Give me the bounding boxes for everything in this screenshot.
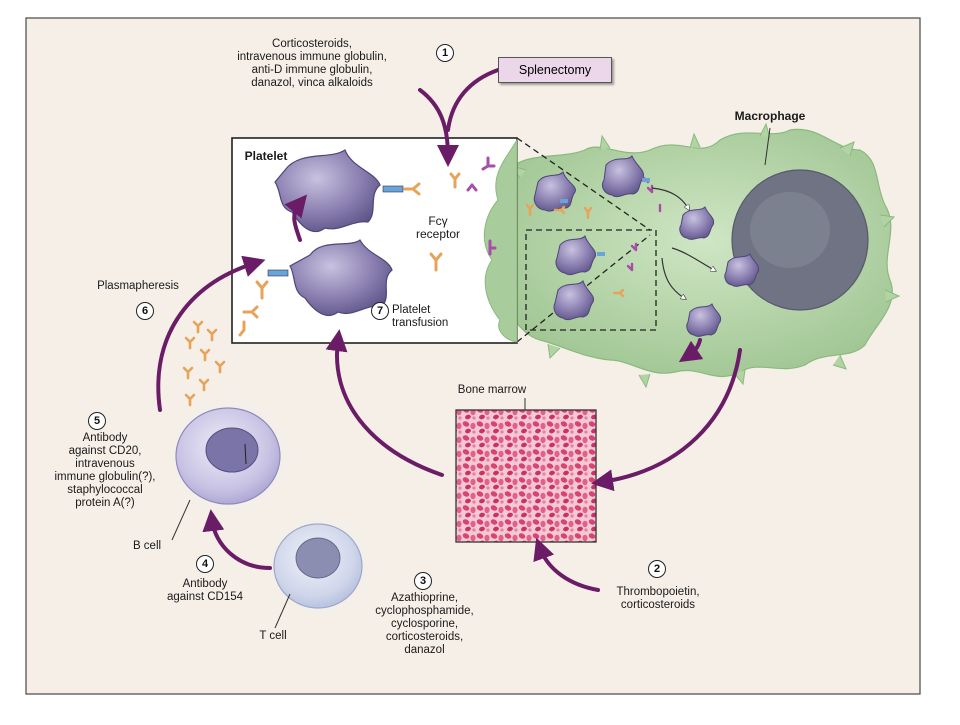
step-2-badge: 2 [648, 560, 666, 578]
zoom-antigens [560, 178, 650, 256]
t-antibody-line1: Antibody [182, 578, 228, 590]
b-therapy-line1: Antibody [82, 432, 128, 444]
immuno-line3: cyclosporine, [390, 618, 459, 630]
arrow-splenectomy [446, 68, 500, 132]
zoom-antibodies [525, 203, 625, 298]
arrow-b-cell-to-antibody [156, 255, 266, 412]
fc-receptor-label-line1: Fcγ [428, 214, 448, 228]
platelet-transfusion-line2: transfusion [392, 317, 449, 329]
t-cell-label: T cell [259, 630, 287, 642]
b-therapy-line2: against CD20, [68, 445, 142, 457]
platelet-transfusion-label: Platelet transfusion [392, 304, 472, 330]
immuno-line1: Azathioprine, [390, 592, 459, 604]
t-cell [262, 509, 382, 621]
step-5-badge: 5 [88, 412, 106, 430]
phagocytosis-arrows [651, 187, 714, 298]
drug-line-1: Corticosteroids, [272, 38, 352, 50]
drug-line-2: intravenous immune globulin, [237, 51, 387, 63]
zoom-platelets [533, 155, 760, 337]
fc-receptor-label-line2: receptor [415, 227, 461, 241]
b-therapy-line6: protein A(?) [75, 497, 135, 509]
arrow-treatment-1 [418, 88, 459, 167]
secreted-antibodies [182, 320, 226, 407]
t-antibody-line2: against CD154 [166, 591, 244, 603]
marrow-drugs-label: Thrombopoietin, corticosteroids [598, 586, 718, 612]
marrow-drugs-line2: corticosteroids [620, 599, 696, 611]
step-3-badge: 3 [414, 572, 432, 590]
drug-line-3: anti-D immune globulin, [251, 64, 373, 76]
fc-receptor-label: Fcγ receptor [408, 215, 468, 241]
leader-lines [171, 127, 771, 629]
marrow-drugs-line1: Thrombopoietin, [616, 586, 700, 598]
plasmapheresis-label: Plasmapheresis [97, 280, 179, 292]
arrow-platelet-destroyed [678, 338, 704, 363]
arrow-macrophage-to-marrow [591, 348, 742, 492]
arrow-thrombopoietin [533, 537, 600, 592]
arrow-t-to-b-cell [202, 509, 272, 570]
b-cell-label: B cell [132, 540, 162, 552]
immuno-line4: corticosteroids, [385, 631, 464, 643]
platelet-transfusion-line1: Platelet [392, 304, 431, 316]
b-therapy-line4: immune globulin(?), [54, 471, 156, 483]
immunosuppressant-label: Azathioprine, cyclophosphamide, cyclospo… [362, 592, 487, 657]
b-therapy-line3: intravenous [75, 458, 135, 470]
immuno-line2: cyclophosphamide, [375, 605, 474, 617]
zoom-line-top [516, 137, 651, 231]
arrow-platelet-cycle [284, 194, 308, 242]
pathway-arrows [156, 68, 742, 592]
b-therapy-line5: staphylococcal [67, 484, 143, 496]
bone-marrow-tissue [455, 398, 597, 543]
b-cell-therapy-label: Antibody against CD20, intravenous immun… [50, 432, 160, 510]
splenectomy-box: Splenectomy [498, 57, 612, 83]
macrophage-label: Macrophage [734, 109, 806, 123]
platelet-label: Platelet [244, 149, 288, 163]
step-6-badge: 6 [136, 302, 154, 320]
b-cell [160, 387, 304, 523]
step-4-badge: 4 [196, 555, 214, 573]
antibodies-inset [238, 172, 461, 337]
platelet-antigen-lower [267, 269, 289, 277]
fc-receptors [466, 156, 497, 256]
t-cell-antibody-label: Antibody against CD154 [150, 578, 260, 604]
step-7-badge: 7 [371, 302, 389, 320]
zoom-region [525, 229, 657, 331]
step-1-badge: 1 [436, 44, 454, 62]
immuno-line5: danazol [404, 644, 445, 656]
treatment-1-drugs: Corticosteroids, intravenous immune glob… [222, 38, 402, 90]
bone-marrow-label: Bone marrow [457, 384, 527, 396]
drug-line-4: danazol, vinca alkaloids [251, 77, 373, 89]
platelet-antigen-upper [382, 182, 421, 196]
arrow-marrow-to-platelet [325, 329, 444, 477]
platelet-inset-panel [231, 137, 518, 344]
